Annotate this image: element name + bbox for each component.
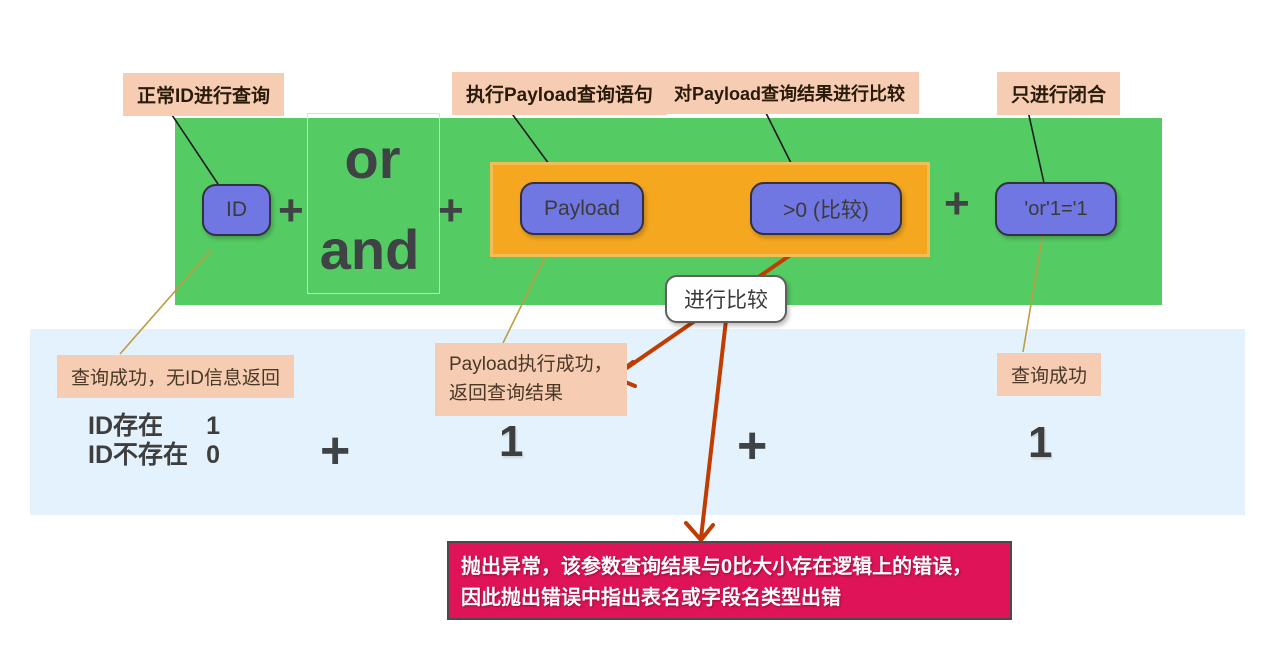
label-payload-result-line2: 返回查询结果 [449,382,564,404]
id-exists-word: 存在 [113,411,164,440]
label-closure-result-text: 查询成功 [1011,366,1088,387]
id-exists-value: 1 [206,412,220,440]
and-keyword-text: and [319,218,420,281]
payload-result-value: 1 [499,420,523,464]
and-keyword: and [304,222,435,278]
error-explanation-box: 抛出异常，该参数查询结果与0比大小存在逻辑上的错误， 因此抛出错误中指出表名或字… [447,541,1012,620]
error-explanation-line1: 抛出异常，该参数查询结果与0比大小存在逻辑上的错误， [461,556,973,578]
closure-result-value-text: 1 [1028,418,1053,467]
label-closure-only-text: 只进行闭合 [1011,85,1107,106]
label-closure-only: 只进行闭合 [997,72,1121,115]
id-not-exists-label: ID不存在 [88,439,189,470]
plus-sign: + [320,425,350,477]
id-not-exists-row: ID不存在 0 [88,439,220,470]
plus-sign: + [737,420,767,472]
arrowhead-note-to-error [684,521,715,544]
label-exec-payload-query: 执行Payload查询语句 [452,72,667,115]
id-not-exists-value: 0 [206,440,220,469]
payload-node-text: Payload [544,196,620,220]
plus-sign-glyph: + [278,186,304,235]
payload-result-value-text: 1 [499,417,524,466]
id-exists-prefix: ID [88,412,113,440]
label-closure-result: 查询成功 [997,353,1102,396]
id-not-exists-word: 不存在 [113,439,189,469]
closure-node: 'or'1='1 [995,182,1117,236]
plus-sign-glyph: + [737,417,768,475]
or-keyword-text: or [344,127,401,190]
label-payload-result-line1: Payload执行成功， [449,354,613,375]
plus-sign-glyph: + [438,186,464,235]
plus-sign: + [944,182,970,226]
label-exec-payload-query-text: 执行Payload查询语句 [466,85,653,106]
or-keyword: or [307,131,438,187]
compare-note-box: 进行比较 [665,275,787,323]
id-exists-label: ID存在 [88,411,164,441]
error-explanation-line2: 因此抛出错误中指出表名或字段名类型出错 [461,587,841,609]
plus-sign: + [438,189,464,233]
label-normal-id-query: 正常ID进行查询 [123,73,285,116]
or-and-outline [307,113,440,294]
compare-note-text: 进行比较 [684,289,768,312]
label-id-result: 查询成功，无ID信息返回 [57,355,295,398]
label-compare-payload-result-text: 对Payload查询结果进行比较 [674,84,906,104]
compare-node: >0 (比较) [750,182,902,235]
id-not-exists-prefix: ID [88,440,113,469]
plus-sign-glyph: + [320,422,351,480]
closure-result-value: 1 [1028,421,1052,465]
id-node-text: ID [226,198,247,221]
closure-node-text: 'or'1='1 [1024,197,1088,220]
label-payload-result: Payload执行成功， 返回查询结果 [435,343,627,416]
id-result-values: ID存在 1 ID不存在 0 [88,411,220,470]
label-normal-id-query-text: 正常ID进行查询 [137,86,271,107]
label-id-result-text: 查询成功，无ID信息返回 [71,368,281,389]
plus-sign: + [278,189,304,233]
compare-node-text: >0 (比较) [783,198,869,222]
plus-sign-glyph: + [944,179,970,228]
id-exists-row: ID存在 1 [88,411,220,441]
id-node: ID [202,184,271,236]
label-compare-payload-result: 对Payload查询结果进行比较 [660,72,920,114]
payload-node: Payload [520,182,644,235]
